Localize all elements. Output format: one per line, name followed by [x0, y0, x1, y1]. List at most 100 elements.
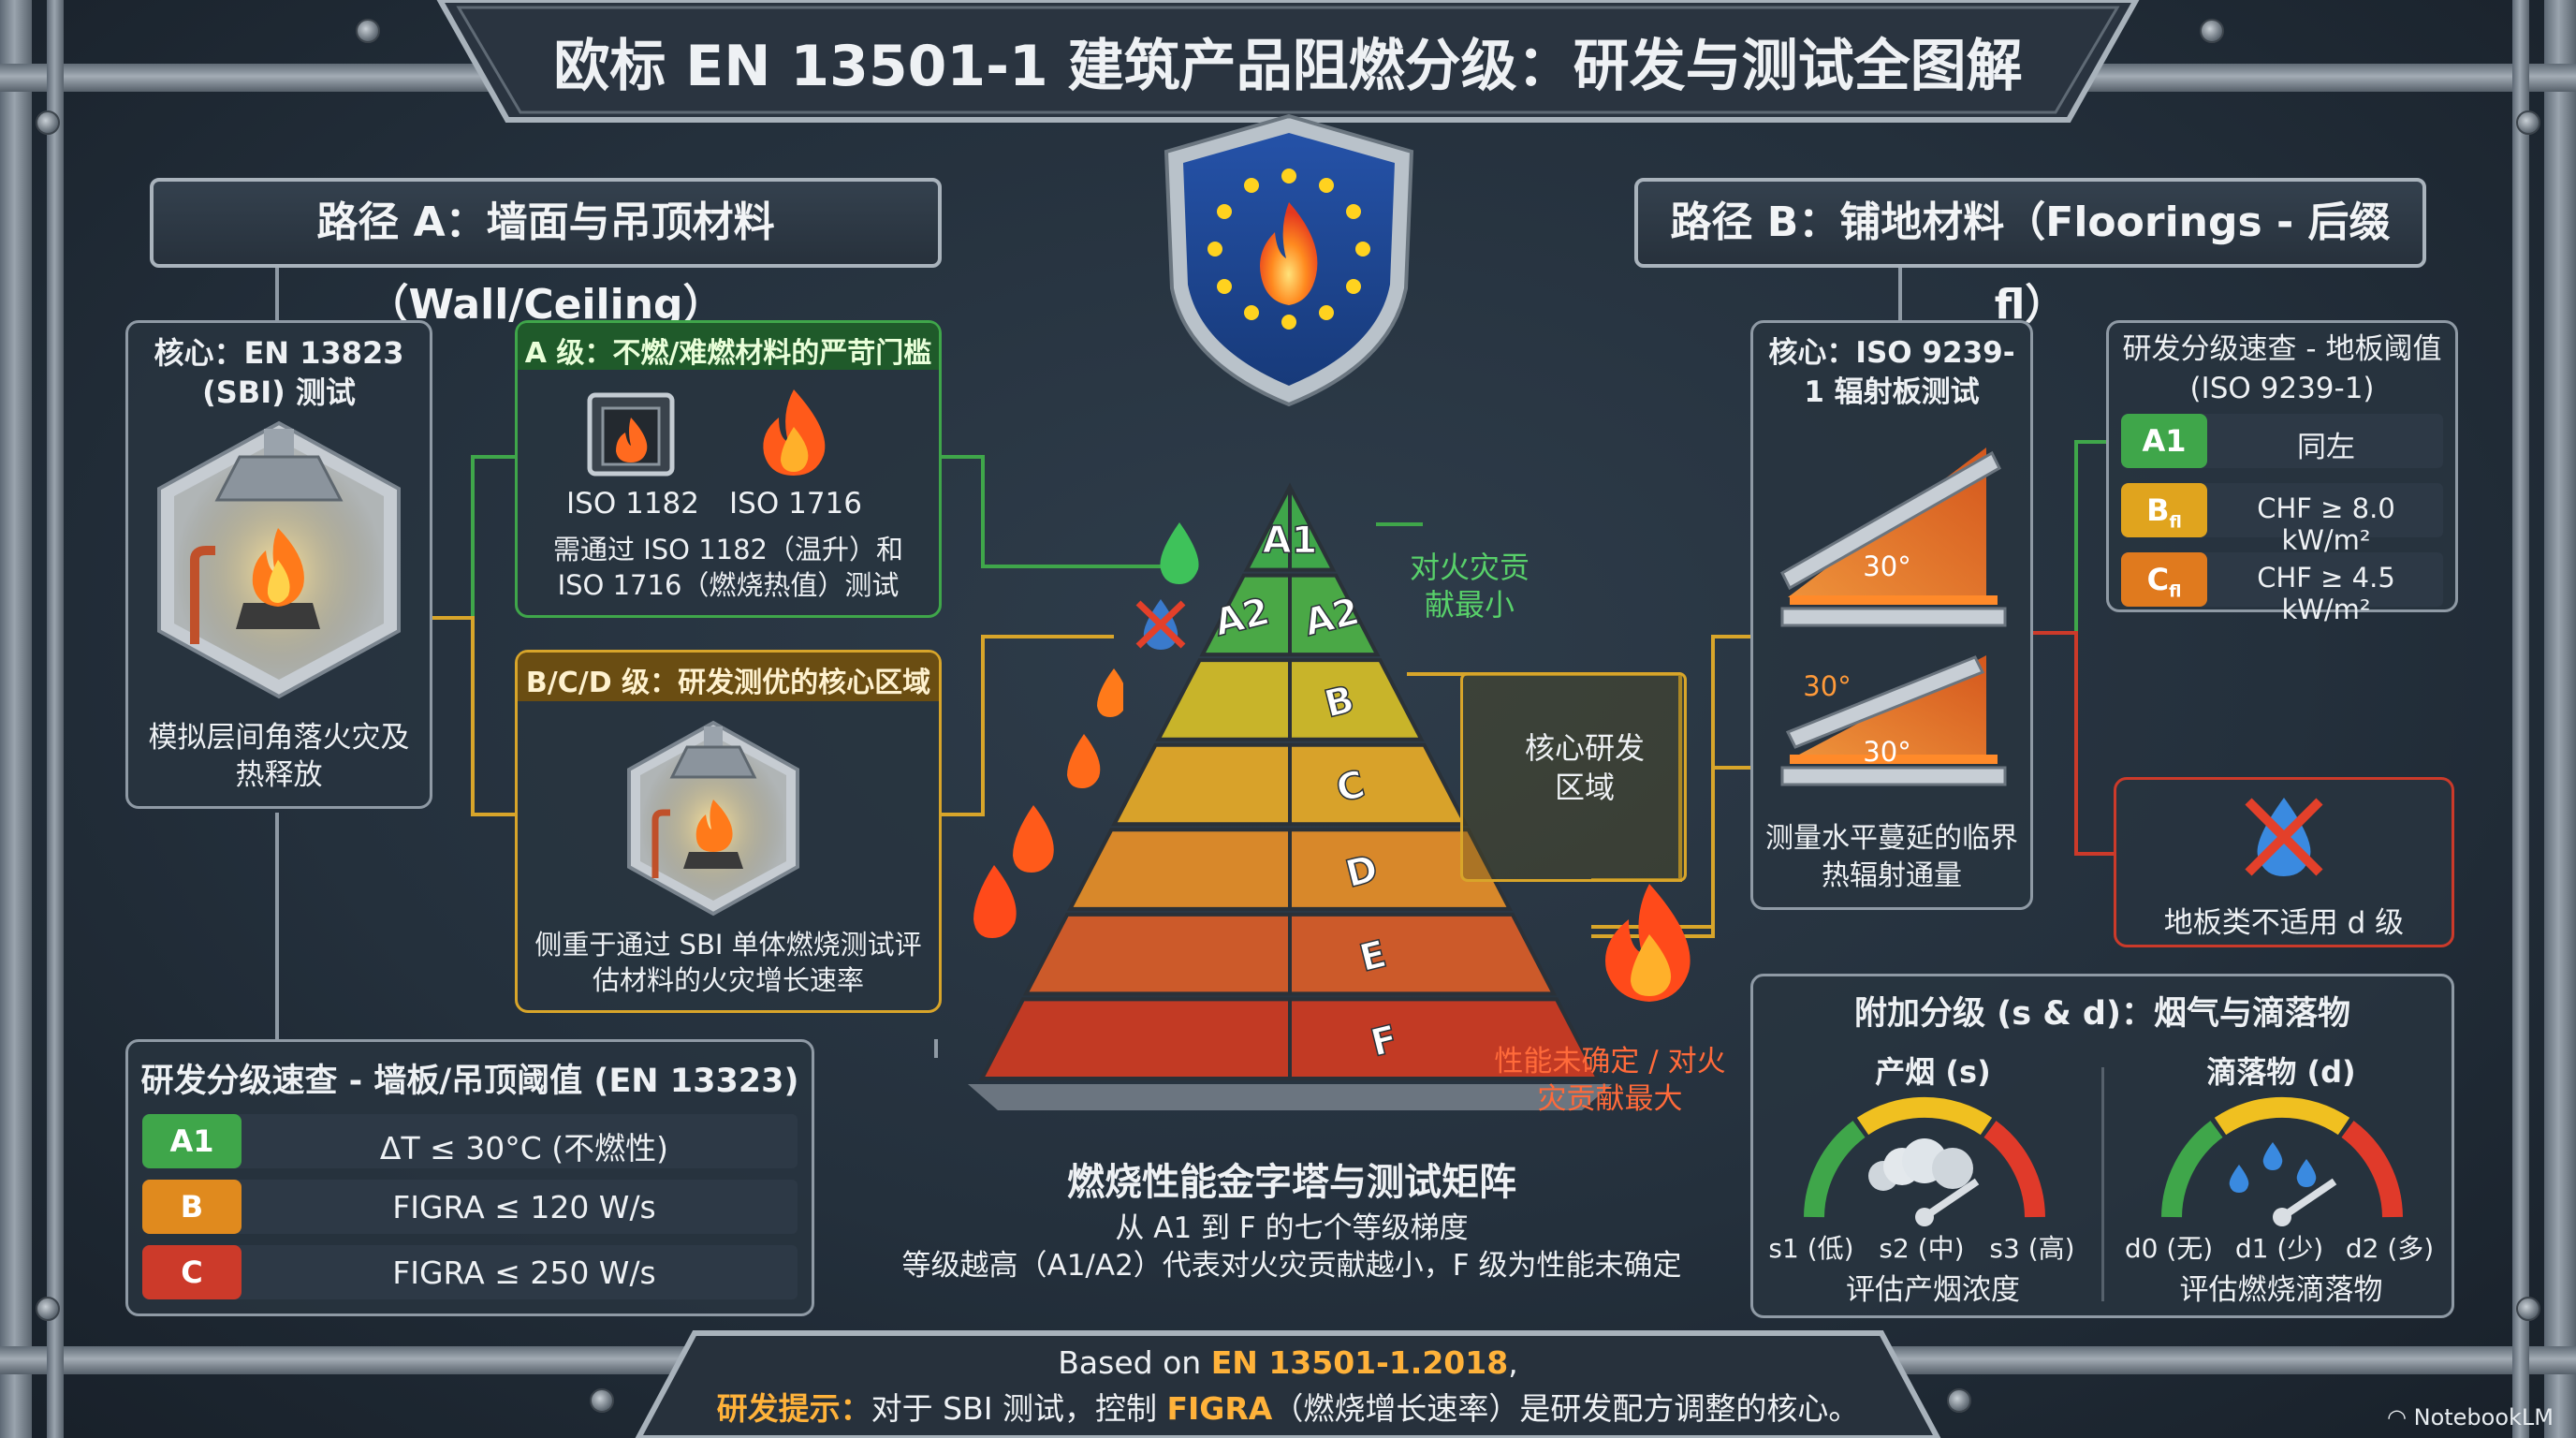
bolt	[36, 110, 60, 135]
class-a-note: 需通过 ISO 1182（温升）和 ISO 1716（燃烧热值）测试	[552, 534, 904, 601]
large-flame-icon	[1605, 884, 1690, 1002]
class-badge-label: C	[2146, 562, 2170, 597]
drip-gauge-title: 滴落物 (d)	[2206, 1054, 2356, 1090]
no-d-class-note: 地板类不适用 d 级	[2163, 906, 2405, 940]
gauge-label: d1 (少)	[2234, 1233, 2324, 1264]
class-a-header-bar	[518, 323, 939, 370]
furnace-icon	[587, 392, 675, 477]
gauge-label: d2 (多)	[2345, 1233, 2435, 1264]
watermark: ◠ NotebookLM	[2387, 1404, 2554, 1431]
class-bcd-note: 侧重于通过 SBI 单体燃烧测试评估材料的火灾增长速率	[534, 929, 922, 996]
smoke-gauge-caption: 评估产烟浓度	[1846, 1273, 2020, 1307]
class-a-header: A 级：不燃/难燃材料的严苛门槛	[524, 337, 932, 370]
pyramid-caption-line1: 从 A1 到 F 的七个等级梯度	[1115, 1211, 1469, 1245]
pyramid-caption-line2: 等级越高（A1/A2）代表对火灾贡献越小，F 级为性能未确定	[901, 1249, 1682, 1283]
floor-quick-lookup-title: 研发分级速查 - 地板阈值 (ISO 9239-1)	[2122, 332, 2442, 405]
table-row	[142, 1245, 798, 1299]
pyramid-level-label: A1	[1263, 520, 1318, 563]
threshold-value: 同左	[2297, 431, 2355, 464]
angle-label: 30°	[1863, 736, 1911, 768]
footer-tip-highlight: FIGRA	[1166, 1390, 1273, 1427]
no-drip-large-icon	[2245, 798, 2323, 876]
smoke-drip-title: 附加分级 (s & d)：烟气与滴落物	[1854, 995, 2350, 1033]
class-badge: Bfl	[2121, 483, 2207, 537]
frame-rail-left	[0, 0, 32, 1438]
class-badge-label: B	[2146, 492, 2170, 528]
core-rd-area-box	[1460, 672, 1687, 882]
path-b-core-caption: 测量水平蔓延的临界热辐射通量	[1765, 822, 2018, 892]
notebooklm-logo-icon: ◠	[2387, 1404, 2414, 1431]
bolt	[2516, 110, 2540, 135]
smoke-gauge-title: 产烟 (s)	[1875, 1054, 1991, 1090]
footer-source-suffix: ,	[1508, 1344, 1518, 1381]
bolt	[2516, 1297, 2540, 1321]
path-b-core-title: 核心：ISO 9239-1 辐射板测试	[1768, 336, 2015, 409]
threshold-value: CHF ≥ 4.5 kW/m²	[2257, 562, 2395, 625]
class-bcd-header-bar	[518, 653, 939, 701]
watermark-text: NotebookLM	[2413, 1404, 2554, 1431]
footer-tip-line: 研发提示：对于 SBI 测试，控制 FIGRA（燃烧增长速率）是研发配方调整的核…	[655, 1384, 1921, 1429]
angle-label: 30°	[1863, 550, 1911, 582]
bolt	[2200, 19, 2224, 43]
gauge-label: d0 (无)	[2124, 1233, 2214, 1264]
class-badge: B	[142, 1180, 242, 1234]
class-badge: A1	[142, 1114, 242, 1168]
pyramid-base	[968, 1084, 1612, 1110]
side-flames-icon	[973, 668, 1123, 938]
water-drop-icon	[1160, 522, 1199, 584]
class-badge: C	[142, 1245, 242, 1299]
gauge-label: s3 (高)	[1989, 1233, 2075, 1264]
path-a-core-title: 核心：EN 13823 (SBI) 测试	[154, 335, 404, 410]
title-plate	[436, 0, 2140, 123]
drop-icon	[2262, 1142, 2283, 1170]
threshold-value: ΔT ≤ 30°C (不燃性)	[379, 1130, 669, 1167]
class-badge-suffix: fl	[2169, 581, 2182, 602]
iso-1716-label: ISO 1716	[729, 487, 862, 521]
class-bcd-header: B/C/D 级：研发测优的核心区域	[525, 667, 931, 699]
threshold-value: FIGRA ≤ 120 W/s	[392, 1189, 656, 1225]
table-row	[142, 1114, 798, 1168]
path-b-header: 路径 B：铺地材料（Floorings - 后缀 fl）	[1634, 178, 2426, 329]
bolt	[1947, 1388, 1971, 1413]
gauge-label: s2 (中)	[1879, 1233, 1965, 1264]
pyramid-bottom-note: 性能未确定 / 对火灾贡献最大	[1494, 1045, 1726, 1116]
pyramid-caption-title: 燃烧性能金字塔与测试矩阵	[1067, 1161, 1516, 1204]
bolt	[36, 1297, 60, 1321]
flame-icon	[763, 389, 826, 476]
drop-icon	[2296, 1159, 2317, 1187]
angle-label: 30°	[1803, 670, 1852, 702]
wall-quick-lookup-title: 研发分级速查 - 墙板/吊顶阈值 (EN 13323)	[140, 1063, 799, 1100]
class-badge-suffix: fl	[2169, 512, 2182, 533]
page-title: 欧标 EN 13501-1 建筑产品阻燃分级：研发与测试全图解	[553, 34, 2023, 99]
frame-rail-inner-right	[2512, 0, 2529, 1438]
footer-source-line: Based on EN 13501-1.2018,	[655, 1344, 1921, 1381]
drip-gauge-caption: 评估燃烧滴落物	[2179, 1273, 2383, 1307]
frame-rail-inner-left	[47, 0, 64, 1438]
class-a-panel	[515, 320, 942, 618]
table-row	[142, 1180, 798, 1234]
footer-plate	[635, 1330, 1941, 1438]
sbi-corner-test-icon	[157, 420, 401, 699]
footer-tip-label: 研发提示：	[716, 1390, 871, 1427]
class-badge: A1	[2121, 414, 2207, 468]
divider	[2101, 1067, 2104, 1301]
radiant-panel-diagram	[1780, 448, 2007, 786]
class-badge-label: A1	[2142, 423, 2187, 459]
threshold-value: FIGRA ≤ 250 W/s	[392, 1255, 656, 1291]
class-badge: Cfl	[2121, 552, 2207, 607]
sbi-corner-test-small-icon	[627, 720, 799, 917]
eu-shield-icon	[1164, 113, 1414, 407]
pyramid-core-note: 核心研发区域	[1524, 730, 1645, 805]
bolt	[356, 19, 380, 43]
threshold-value: CHF ≥ 8.0 kW/m²	[2257, 492, 2395, 556]
smoke-gauge	[1804, 1096, 2045, 1226]
footer-source-prefix: Based on	[1058, 1344, 1211, 1381]
footer-tip-text: （燃烧增长速率）是研发配方调整的核心。	[1272, 1390, 1860, 1427]
path-a-core-caption: 模拟层间角落火灾及热释放	[148, 721, 410, 792]
path-a-header: 路径 A：墙面与吊顶材料（Wall/Ceiling）	[150, 178, 942, 329]
drop-icon	[2229, 1165, 2249, 1193]
drip-gauge	[2151, 1086, 2413, 1226]
